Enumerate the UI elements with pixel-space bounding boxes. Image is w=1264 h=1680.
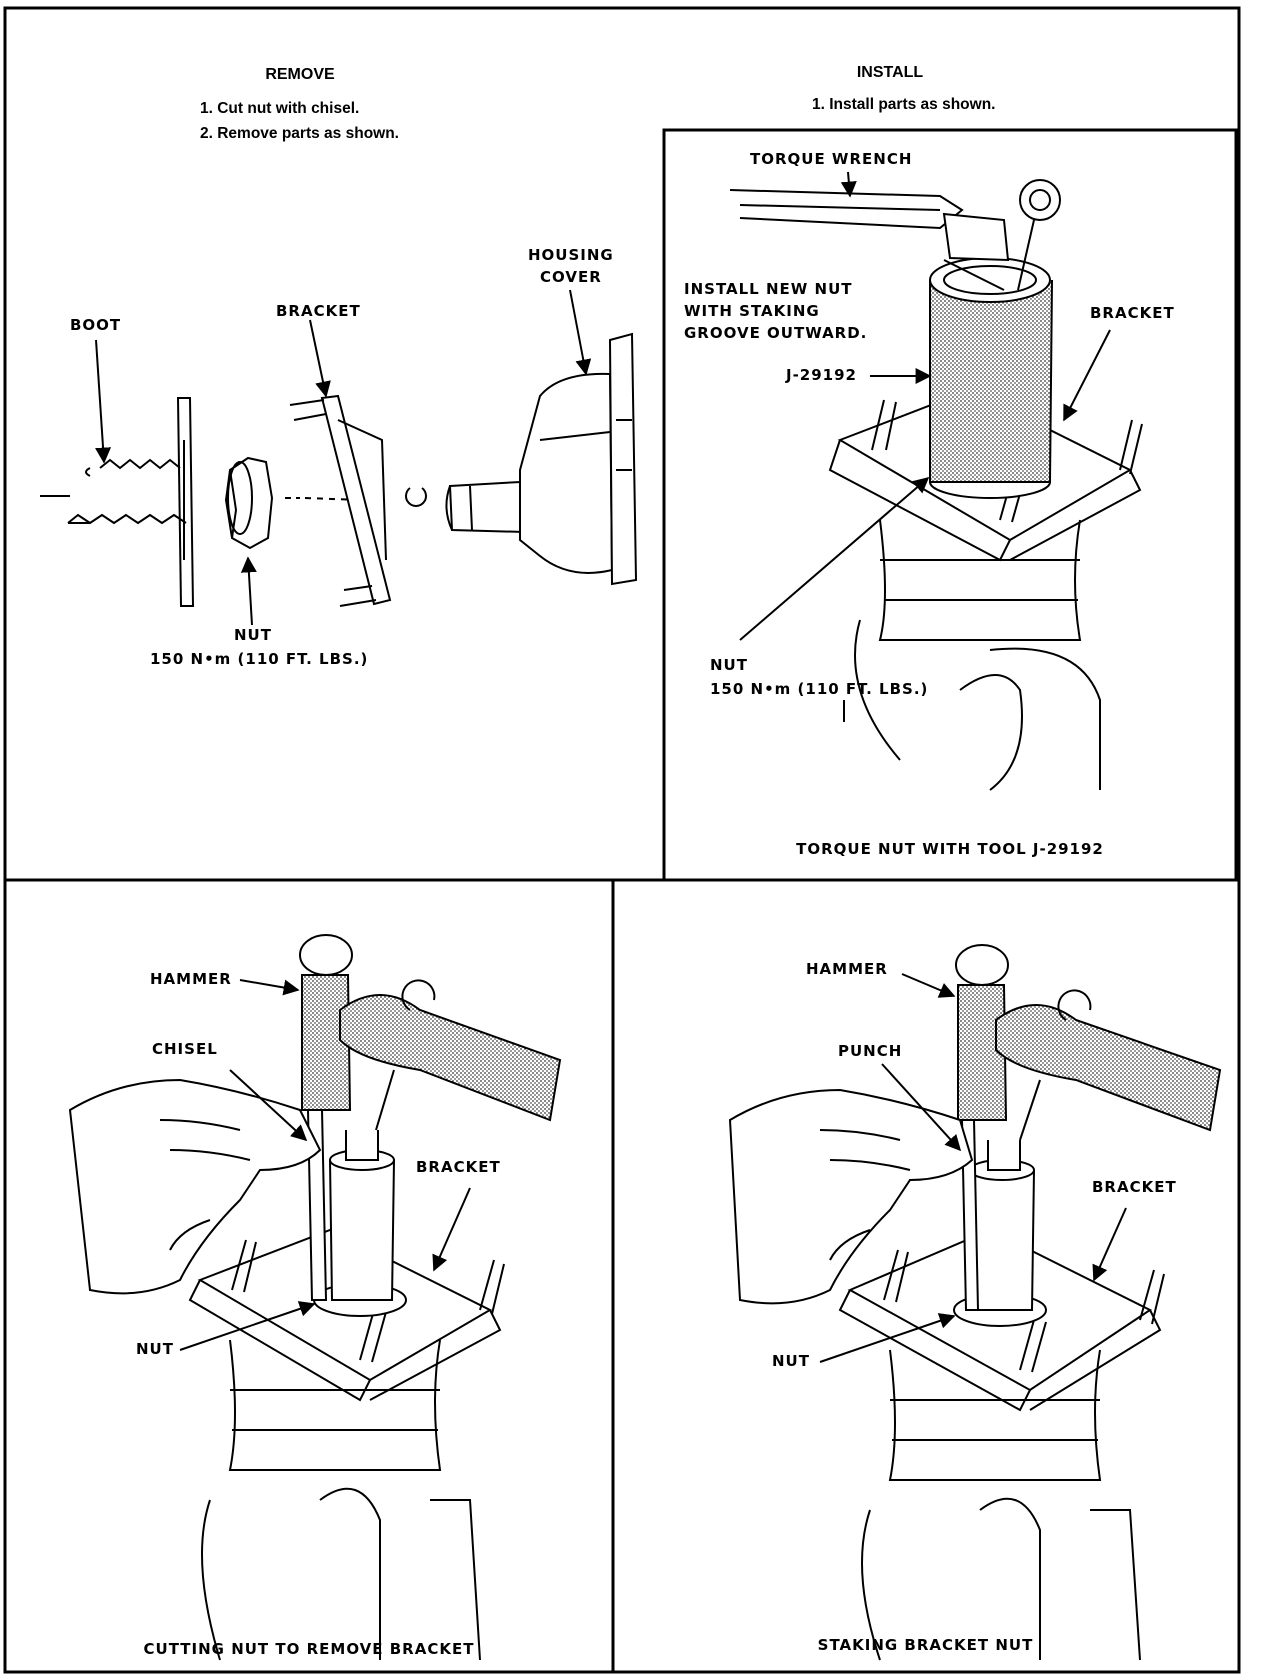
panel-frames bbox=[3, 6, 1241, 1674]
bracket-part bbox=[289, 394, 392, 607]
label-chisel: CHISEL bbox=[152, 1040, 218, 1058]
remove-step-1: 1. Cut nut with chisel. bbox=[200, 100, 360, 117]
cutting-leaders bbox=[179, 979, 471, 1351]
label-bracket-install: BRACKET bbox=[1090, 304, 1175, 322]
cutting-illustration bbox=[68, 934, 562, 1661]
label-housing: HOUSING bbox=[528, 246, 614, 264]
label-note-1: INSTALL NEW NUT bbox=[684, 280, 853, 298]
remove-steps: 1. Cut nut with chisel. 2. Remove parts … bbox=[200, 96, 399, 146]
label-torque-wrench: TORQUE WRENCH bbox=[750, 150, 913, 168]
install-heading: INSTALL bbox=[856, 64, 924, 81]
label-hammer-staking: HAMMER bbox=[806, 960, 888, 978]
nut-part bbox=[224, 456, 274, 550]
install-leaders bbox=[739, 171, 1111, 722]
boot-plate-part bbox=[176, 397, 195, 607]
staking-leaders bbox=[819, 973, 1127, 1363]
label-note-3: GROOVE OUTWARD. bbox=[684, 324, 868, 342]
label-nut-staking: NUT bbox=[772, 1352, 810, 1370]
label-torque-remove: 150 N•m (110 FT. LBS.) bbox=[150, 650, 369, 668]
boot-part bbox=[67, 458, 187, 525]
label-punch: PUNCH bbox=[838, 1042, 903, 1060]
label-torque-install: 150 N•m (110 FT. LBS.) bbox=[710, 680, 929, 698]
remove-leaders bbox=[95, 289, 592, 626]
label-boot: BOOT bbox=[70, 316, 122, 334]
caption-cutting: CUTTING NUT TO REMOVE BRACKET bbox=[143, 1640, 475, 1658]
torque-wrench bbox=[729, 189, 1010, 262]
label-hammer-cutting: HAMMER bbox=[150, 970, 232, 988]
remove-heading: REMOVE bbox=[265, 66, 335, 83]
cutting-hammer bbox=[299, 934, 562, 1122]
label-bracket-staking: BRACKET bbox=[1092, 1178, 1177, 1196]
label-bracket-remove: BRACKET bbox=[276, 302, 361, 320]
remove-step-2: 2. Remove parts as shown. bbox=[200, 125, 399, 142]
label-tool: J-29192 bbox=[786, 366, 857, 384]
label-note-2: WITH STAKING bbox=[684, 302, 820, 320]
install-step-1: 1. Install parts as shown. bbox=[812, 96, 996, 113]
cutting-hand bbox=[68, 1078, 322, 1295]
torque-tool-illustration bbox=[729, 179, 1143, 791]
label-cover: COVER bbox=[540, 268, 602, 286]
remove-exploded-view bbox=[40, 332, 638, 607]
label-nut-cutting: NUT bbox=[136, 1340, 174, 1358]
tool-j29192 bbox=[929, 257, 1053, 499]
label-nut-remove: NUT bbox=[234, 626, 272, 644]
staking-hammer bbox=[955, 944, 1222, 1132]
caption-install: TORQUE NUT WITH TOOL J-29192 bbox=[796, 840, 1104, 858]
label-nut-install: NUT bbox=[710, 656, 748, 674]
label-bracket-cutting: BRACKET bbox=[416, 1158, 501, 1176]
housing-cover-part bbox=[445, 332, 638, 586]
install-steps: 1. Install parts as shown. bbox=[812, 92, 995, 117]
staking-hand bbox=[728, 1088, 974, 1305]
caption-staking: STAKING BRACKET NUT bbox=[817, 1636, 1034, 1654]
staking-illustration bbox=[728, 944, 1222, 1661]
